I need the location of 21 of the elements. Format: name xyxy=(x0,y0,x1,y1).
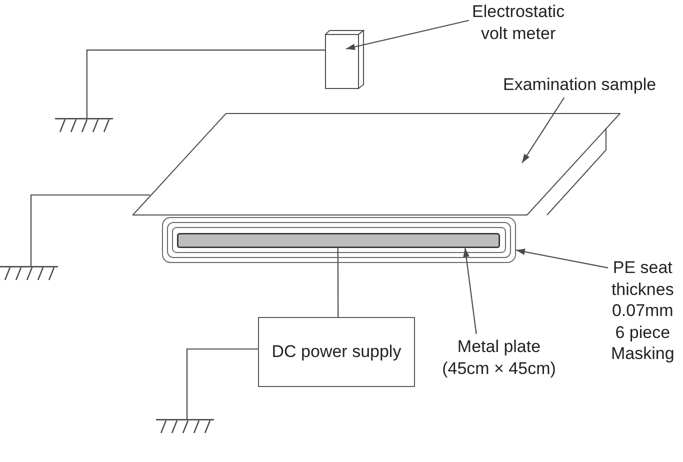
power-supply-box xyxy=(258,317,415,387)
box-label: DC power supply xyxy=(272,341,402,363)
callout-label: Examination sample xyxy=(503,74,656,96)
callout-label: Metal plate (45cm × 45cm) xyxy=(436,336,562,379)
leader-arrow xyxy=(463,248,477,334)
ground-symbol xyxy=(0,266,58,281)
wire xyxy=(337,248,339,317)
film-layers xyxy=(162,217,516,263)
volt-meter-box xyxy=(325,30,365,89)
callout-label: PE seat thicknes 0.07mm 6 piece Masking xyxy=(611,257,674,364)
ground-symbol xyxy=(55,118,113,133)
wire xyxy=(186,348,258,419)
wire xyxy=(30,194,150,266)
ground-symbol xyxy=(156,419,214,434)
metal-plate xyxy=(177,233,500,248)
leader-arrow xyxy=(516,248,608,268)
callout-label: Electrostatic volt meter xyxy=(472,1,565,44)
wire xyxy=(86,50,325,118)
leader-arrow xyxy=(522,97,565,164)
sample-sheet xyxy=(132,113,622,216)
leader-arrow xyxy=(346,20,470,50)
